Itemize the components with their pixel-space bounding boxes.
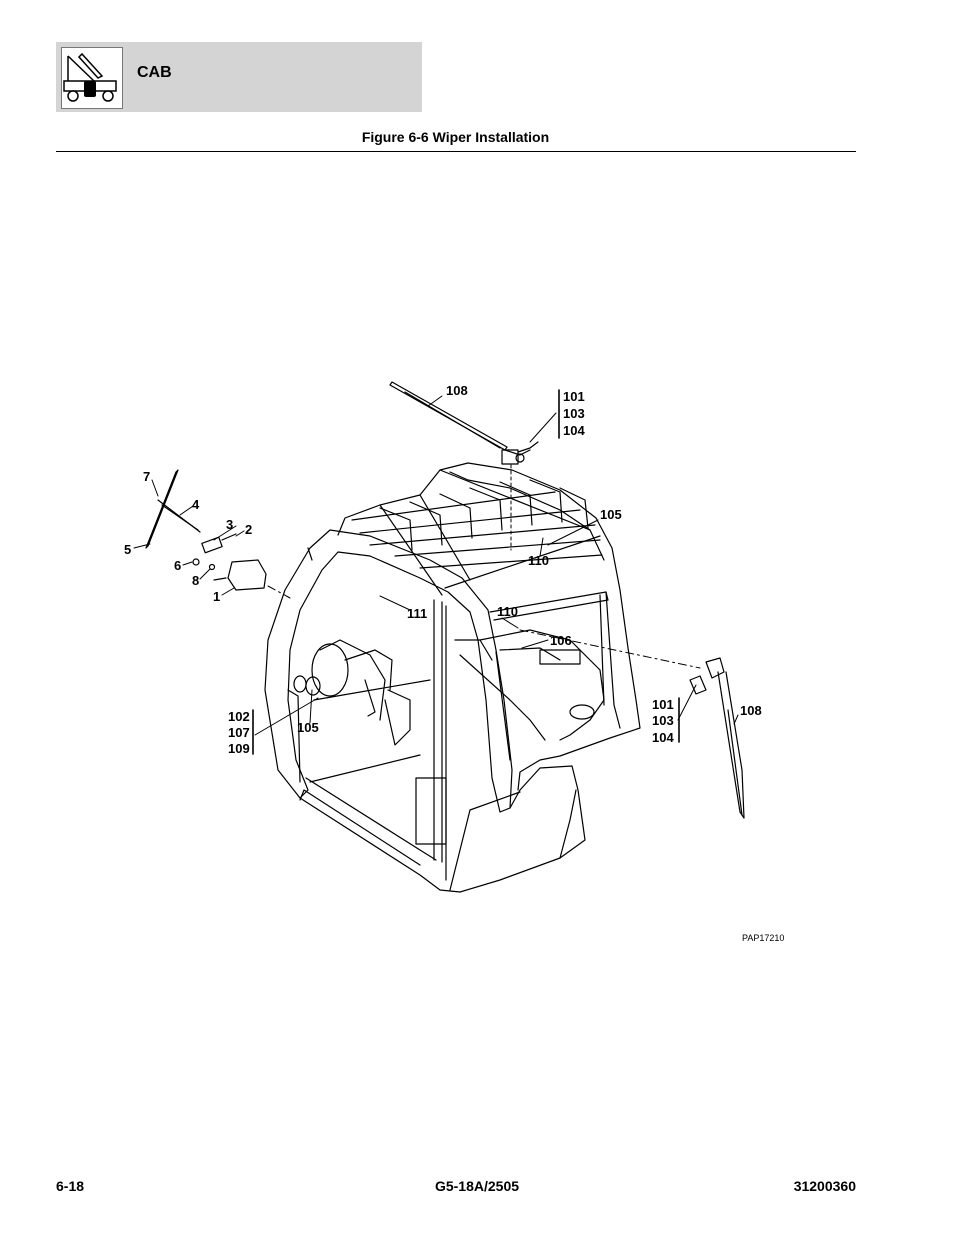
callout-101-top: 101 xyxy=(563,389,585,404)
figure-title: Figure 6-6 Wiper Installation xyxy=(361,129,550,145)
cab-side-frame xyxy=(489,591,621,761)
callout-2: 2 xyxy=(245,522,252,537)
callout-105-left: 105 xyxy=(297,720,319,735)
callout-3: 3 xyxy=(226,517,233,532)
cab-front-frame xyxy=(264,529,513,813)
callout-108-right: 108 xyxy=(740,703,762,718)
cab-lower-body xyxy=(299,679,586,893)
callout-110-top: 110 xyxy=(528,553,549,568)
callout-4: 4 xyxy=(192,497,200,512)
rear-wiper-arm xyxy=(389,381,539,465)
callout-1: 1 xyxy=(213,589,220,604)
page-number: 6-18 xyxy=(56,1178,85,1194)
callout-111: 111 xyxy=(407,606,427,621)
callout-105-top: 105 xyxy=(600,507,622,522)
callout-102: 102 xyxy=(228,709,250,724)
cab-roof xyxy=(337,462,641,791)
callout-8: 8 xyxy=(192,573,199,588)
callout-110-mid: 110 xyxy=(497,604,518,619)
callout-6: 6 xyxy=(174,558,181,573)
title-divider xyxy=(56,151,856,152)
cab-interior xyxy=(311,629,605,746)
callout-108-top: 108 xyxy=(446,383,468,398)
leader-lines xyxy=(133,389,739,755)
section-title: CAB xyxy=(137,64,172,81)
callout-104-top: 104 xyxy=(563,423,585,438)
callout-109: 109 xyxy=(228,741,250,756)
callout-106: 106 xyxy=(550,633,572,648)
callout-7: 7 xyxy=(143,469,150,484)
callout-103-right: 103 xyxy=(652,713,674,728)
callout-103-top: 103 xyxy=(563,406,585,421)
manual-number: 31200360 xyxy=(793,1178,856,1194)
telehandler-icon xyxy=(61,47,123,109)
callout-107: 107 xyxy=(228,725,250,740)
right-wiper-assembly xyxy=(689,657,745,819)
drawing-reference: PAP17210 xyxy=(742,933,784,943)
callout-5: 5 xyxy=(124,542,131,557)
door-pillars xyxy=(433,599,447,881)
callout-101-right: 101 xyxy=(652,697,674,712)
callout-104-right: 104 xyxy=(652,730,674,745)
side-wiper-assembly xyxy=(145,469,321,696)
model-number: G5-18A/2505 xyxy=(434,1178,520,1194)
